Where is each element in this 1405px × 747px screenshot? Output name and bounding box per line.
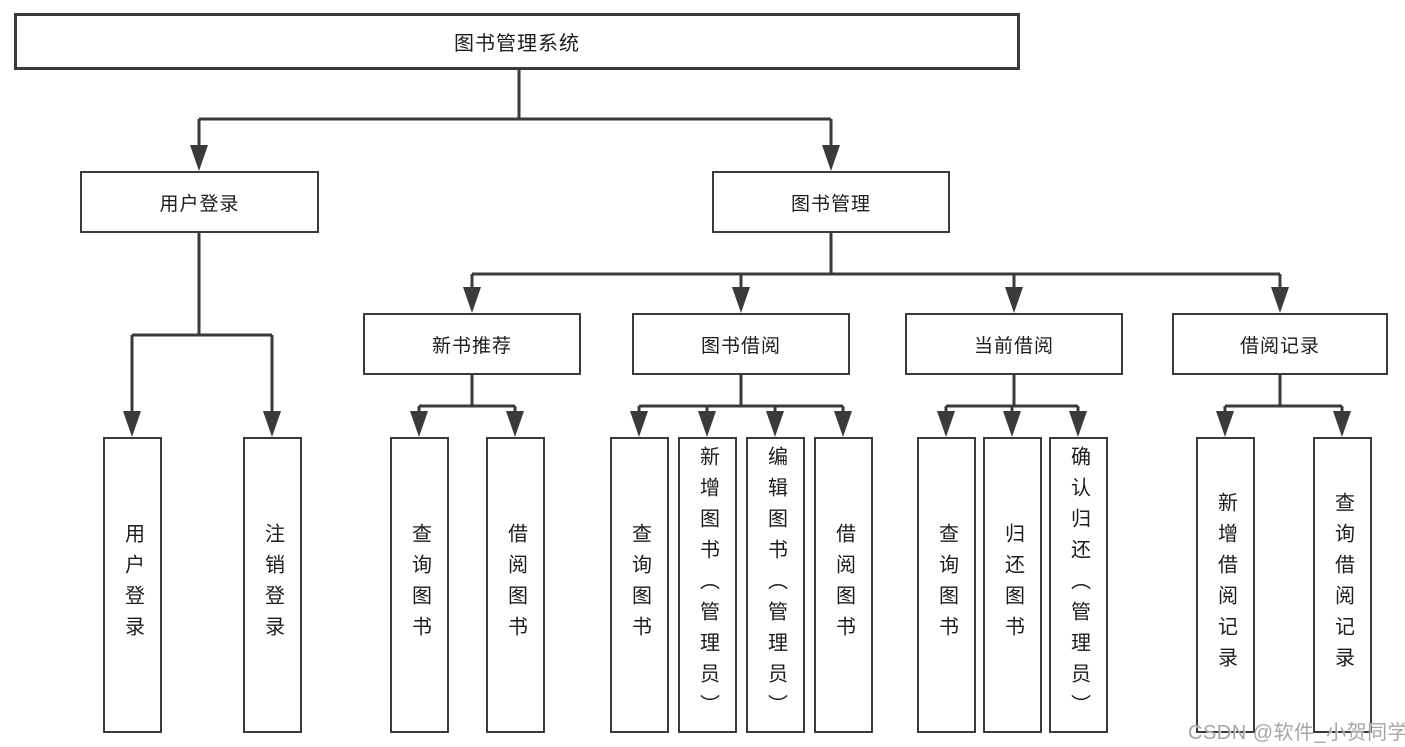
node-current-borrowing: 当前借阅 [905, 313, 1123, 375]
leaf-label: 编辑图书（管理员） [764, 445, 787, 725]
leaf-add-borrow-record: 新增借阅记录 [1196, 437, 1255, 733]
node-label: 图书借阅 [700, 335, 781, 357]
node-label: 图书管理系统 [454, 33, 580, 55]
leaf-label: 注销登录 [261, 523, 284, 647]
leaf-query-borrow-record: 查询借阅记录 [1313, 437, 1372, 733]
leaf-borrow-books-borrowing: 借阅图书 [814, 437, 873, 733]
leaf-label: 查询图书 [408, 523, 431, 647]
leaf-label: 新增图书（管理员） [696, 445, 719, 725]
leaf-label: 查询图书 [628, 523, 651, 647]
leaf-borrow-books-recommend: 借阅图书 [486, 437, 545, 733]
leaf-label: 用户登录 [121, 523, 144, 647]
leaf-label: 借阅图书 [504, 523, 527, 647]
node-label: 新书推荐 [431, 335, 512, 357]
leaf-return-books: 归还图书 [983, 437, 1042, 733]
node-label: 图书管理 [790, 193, 871, 215]
leaf-label: 归还图书 [1001, 523, 1024, 647]
leaf-add-books-admin: 新增图书（管理员） [678, 437, 737, 733]
leaf-confirm-return-admin: 确认归还（管理员） [1049, 437, 1108, 733]
node-label: 用户登录 [159, 193, 240, 215]
node-label: 当前借阅 [973, 335, 1054, 357]
leaf-logout: 注销登录 [243, 437, 302, 733]
node-user-login: 用户登录 [80, 171, 319, 233]
node-label: 借阅记录 [1239, 335, 1320, 357]
node-new-book-recommendation: 新书推荐 [363, 313, 581, 375]
leaf-label: 查询借阅记录 [1331, 492, 1354, 678]
leaf-label: 确认归还（管理员） [1067, 445, 1090, 725]
leaf-query-books-recommend: 查询图书 [390, 437, 449, 733]
leaf-edit-books-admin: 编辑图书（管理员） [746, 437, 805, 733]
leaf-user-login: 用户登录 [103, 437, 162, 733]
node-book-management: 图书管理 [712, 171, 950, 233]
node-book-borrowing: 图书借阅 [632, 313, 850, 375]
leaf-label: 查询图书 [935, 523, 958, 647]
leaf-label: 借阅图书 [832, 523, 855, 647]
node-library-management-system: 图书管理系统 [14, 13, 1020, 70]
leaf-query-books-borrowing: 查询图书 [610, 437, 669, 733]
node-borrowing-records: 借阅记录 [1172, 313, 1388, 375]
leaf-query-books-current: 查询图书 [917, 437, 976, 733]
leaf-label: 新增借阅记录 [1214, 492, 1237, 678]
watermark: CSDN @软件_小贺同学 [1188, 722, 1405, 744]
